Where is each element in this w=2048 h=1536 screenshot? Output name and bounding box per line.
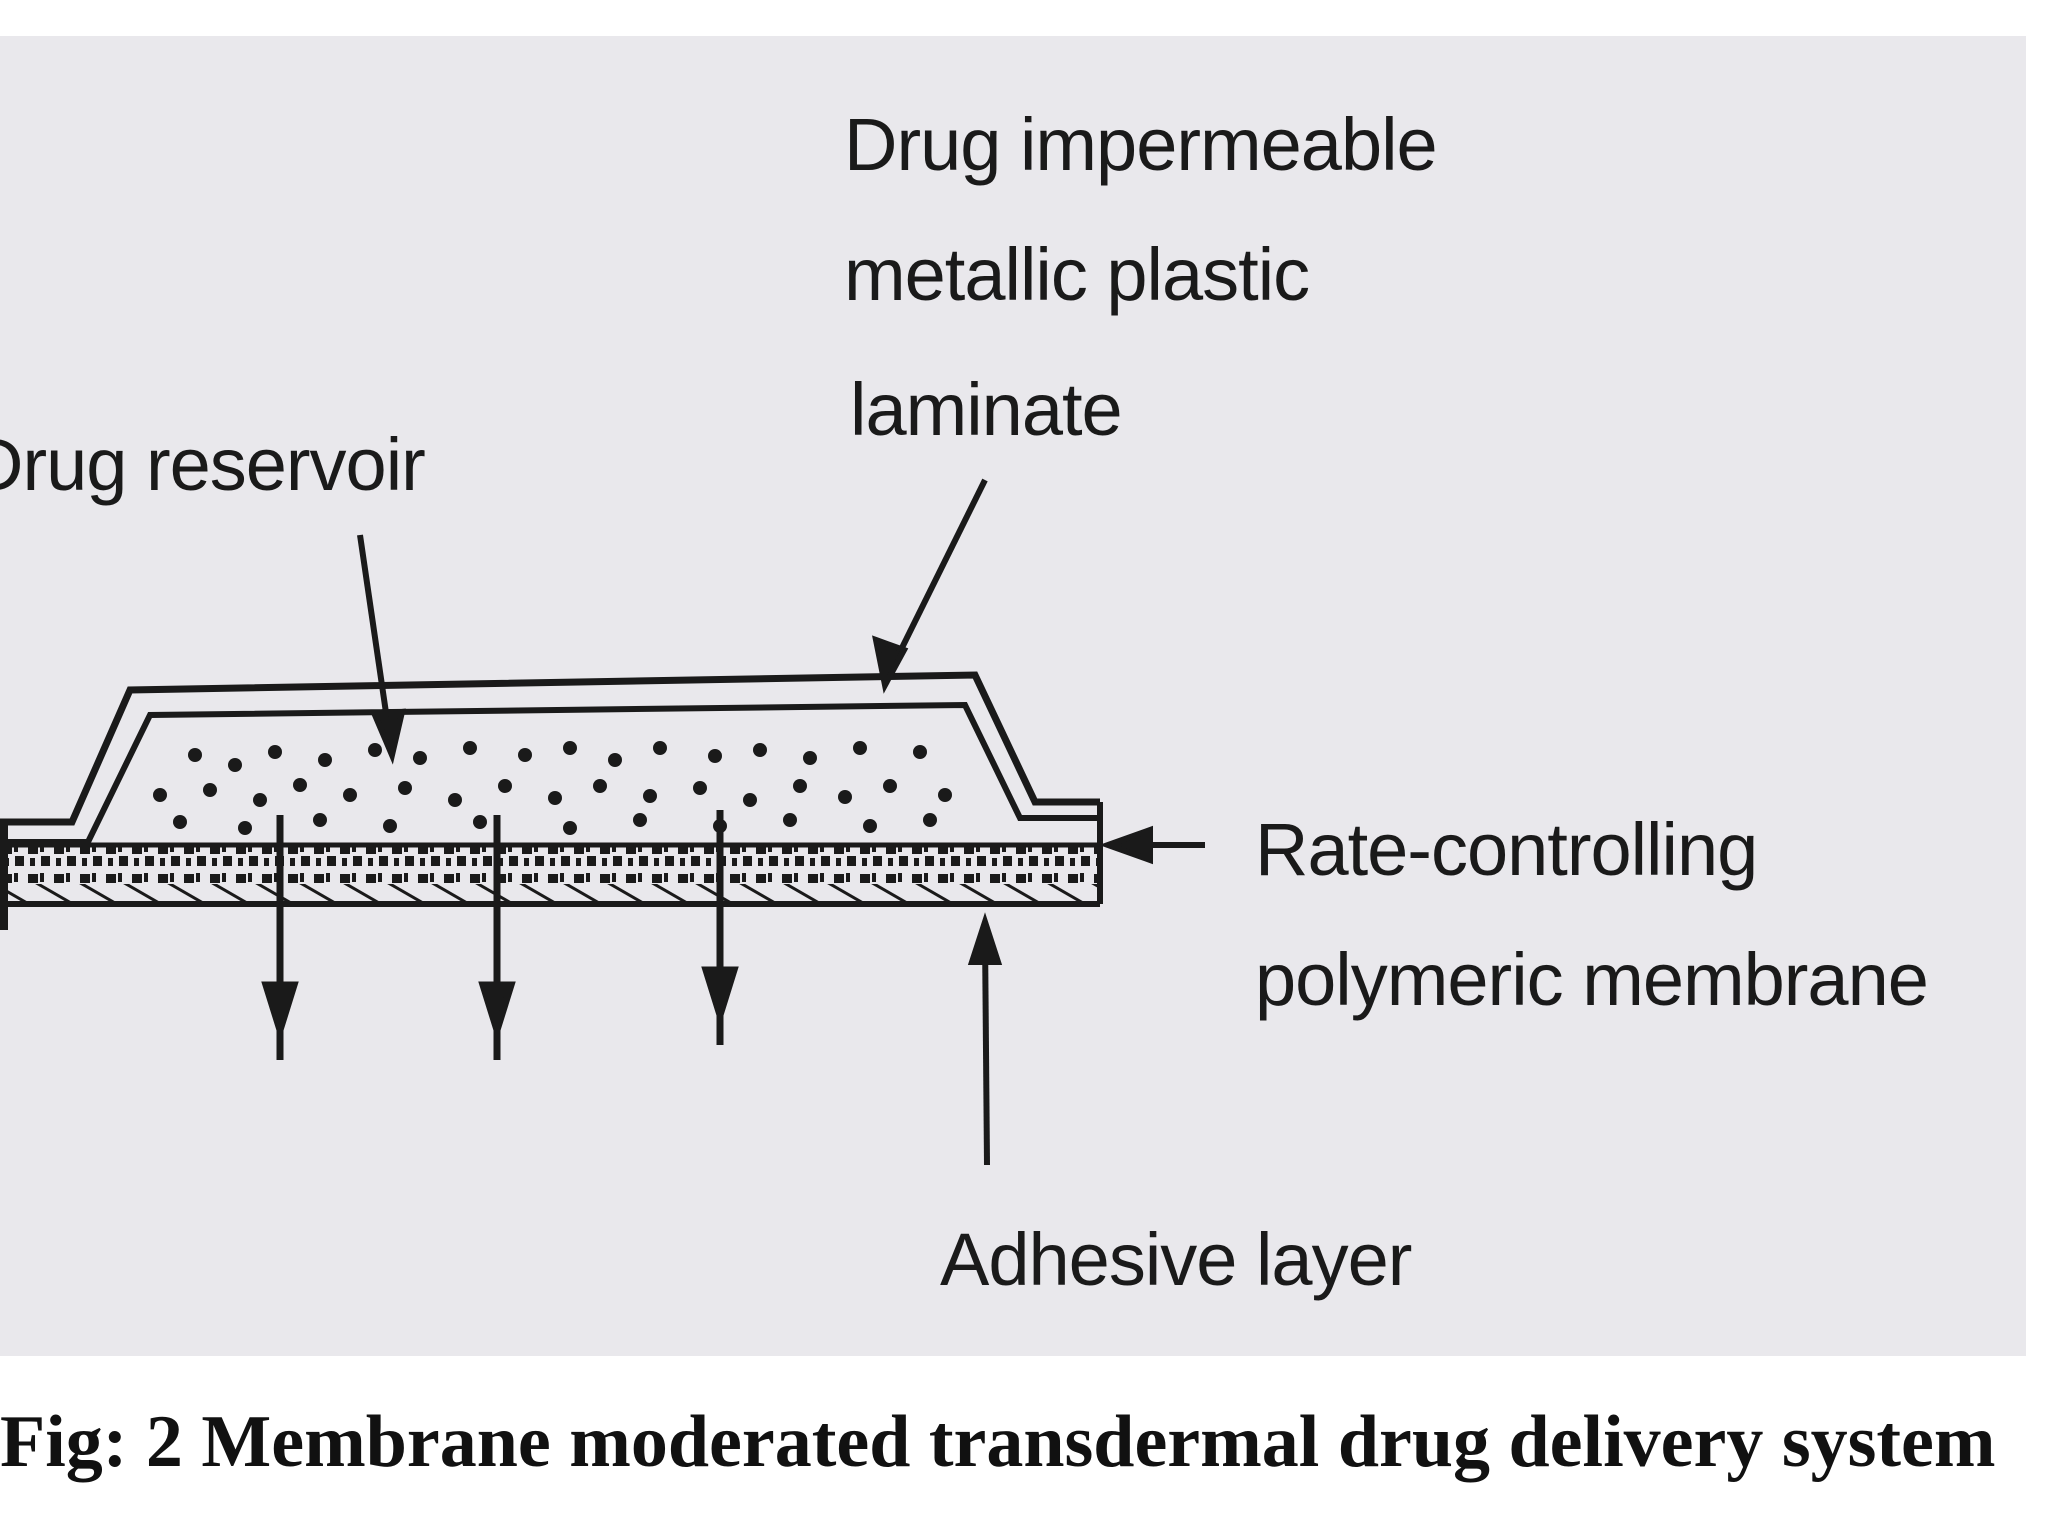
figure-caption: Fig: 2 Membrane moderated transdermal dr… xyxy=(0,1401,1996,1483)
laminate-label-line-3: laminate xyxy=(850,368,1123,451)
adhesive-layer xyxy=(0,884,1100,904)
adhesive-label: Adhesive layer xyxy=(940,1218,1412,1301)
rate-controlling-membrane xyxy=(0,845,1100,883)
figure-panel xyxy=(0,36,2026,1356)
reservoir-label: Drug reservoir xyxy=(0,423,426,506)
leader-arrows xyxy=(357,478,1205,1166)
laminate-inner-line xyxy=(0,701,1100,845)
drug-release-arrows xyxy=(261,810,739,1060)
laminate-outer-line xyxy=(0,671,1100,826)
membrane-label-line-1: Rate-controlling xyxy=(1255,808,1758,891)
membrane-label-line-2: polymeric membrane xyxy=(1255,938,1929,1021)
laminate-label-line-1: Drug impermeable xyxy=(844,103,1438,186)
drug-particles xyxy=(153,741,952,835)
laminate-label-line-2: metallic plastic xyxy=(844,233,1310,316)
